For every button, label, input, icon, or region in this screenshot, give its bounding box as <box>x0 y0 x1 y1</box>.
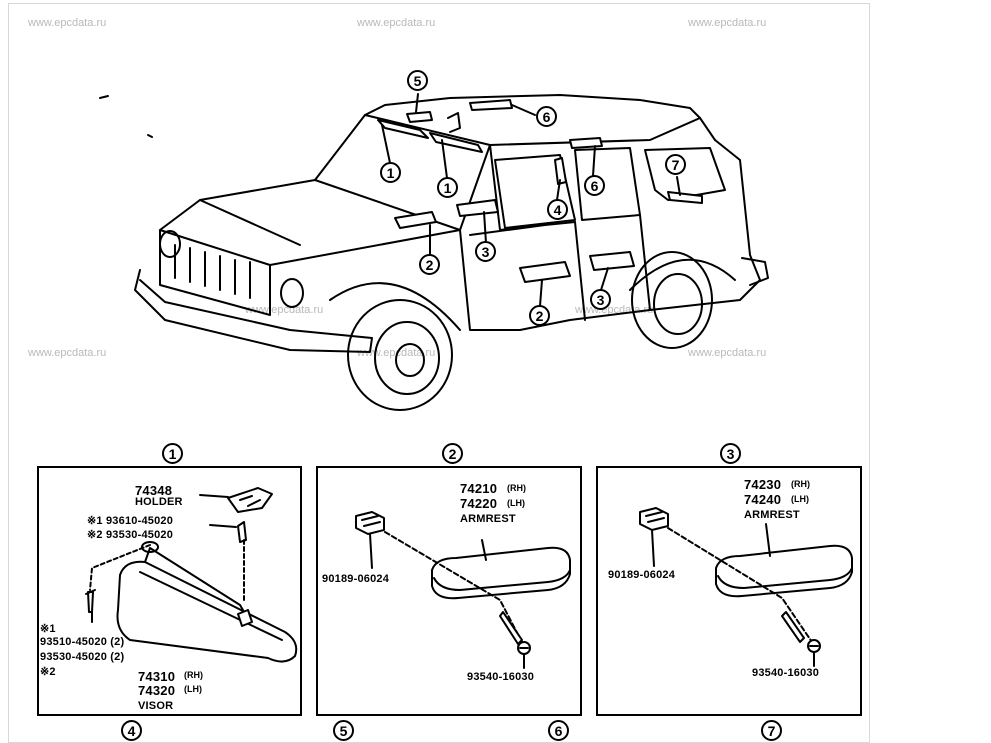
alt-part-1: 93510-45020 (2) <box>40 636 125 648</box>
callout-4: 4 <box>547 199 568 220</box>
clip-part-number: 90189-06024 <box>608 569 676 581</box>
callout-5: 5 <box>407 70 428 91</box>
armrest-lh-part: 74240 <box>744 492 782 507</box>
visor-rh-tag: (RH) <box>184 670 203 680</box>
visor-name: VISOR <box>138 700 174 712</box>
panel-7-callout: 7 <box>761 720 782 741</box>
armrest-rh-tag: (RH) <box>507 483 526 493</box>
visor-lh-part: 74320 <box>138 683 176 698</box>
watermark: www.epcdata.ru <box>688 17 767 29</box>
watermark: www.epcdata.ru <box>28 347 107 359</box>
clip-part-number: 90189-06024 <box>322 573 390 585</box>
callout-2: 2 <box>419 254 440 275</box>
callout-1: 1 <box>437 177 458 198</box>
panel-6-callout: 6 <box>548 720 569 741</box>
panel-4-callout: 4 <box>121 720 142 741</box>
armrest-name: ARMREST <box>744 509 800 521</box>
watermark: www.epcdata.ru <box>357 17 436 29</box>
armrest-lh-part: 74220 <box>460 496 498 511</box>
screw-part-number: 93540-16030 <box>752 667 820 679</box>
armrest-lh-tag: (LH) <box>507 498 525 508</box>
alt-mark-2: ※2 <box>40 666 56 678</box>
callout-1: 1 <box>380 162 401 183</box>
screw-part-2: ※2 93530-45020 <box>87 529 174 541</box>
watermark: www.epcdata.ru <box>688 347 767 359</box>
armrest-rh-part: 74230 <box>744 477 782 492</box>
callout-6: 6 <box>584 175 605 196</box>
panel-2-callout: 2 <box>442 443 463 464</box>
visor-rh-part: 74310 <box>138 669 176 684</box>
callout-3: 3 <box>475 241 496 262</box>
callout-2: 2 <box>529 305 550 326</box>
alt-mark-1: ※1 <box>40 623 56 635</box>
panel-3-callout: 3 <box>720 443 741 464</box>
panel-5-callout: 5 <box>333 720 354 741</box>
armrest-rh-part: 74210 <box>460 481 498 496</box>
visor-lh-tag: (LH) <box>184 684 202 694</box>
callout-3: 3 <box>590 289 611 310</box>
alt-part-2: 93530-45020 (2) <box>40 651 125 663</box>
callout-7: 7 <box>665 154 686 175</box>
watermark: www.epcdata.ru <box>28 17 107 29</box>
armrest-name: ARMREST <box>460 513 516 525</box>
panel-1-callout: 1 <box>162 443 183 464</box>
screw-part-number: 93540-16030 <box>467 671 535 683</box>
screw-part-1: ※1 93610-45020 <box>87 515 174 527</box>
holder-part-number: 74348 <box>135 483 173 498</box>
armrest-lh-tag: (LH) <box>791 494 809 504</box>
holder-name: HOLDER <box>135 496 183 508</box>
callout-6: 6 <box>536 106 557 127</box>
armrest-rh-tag: (RH) <box>791 479 810 489</box>
